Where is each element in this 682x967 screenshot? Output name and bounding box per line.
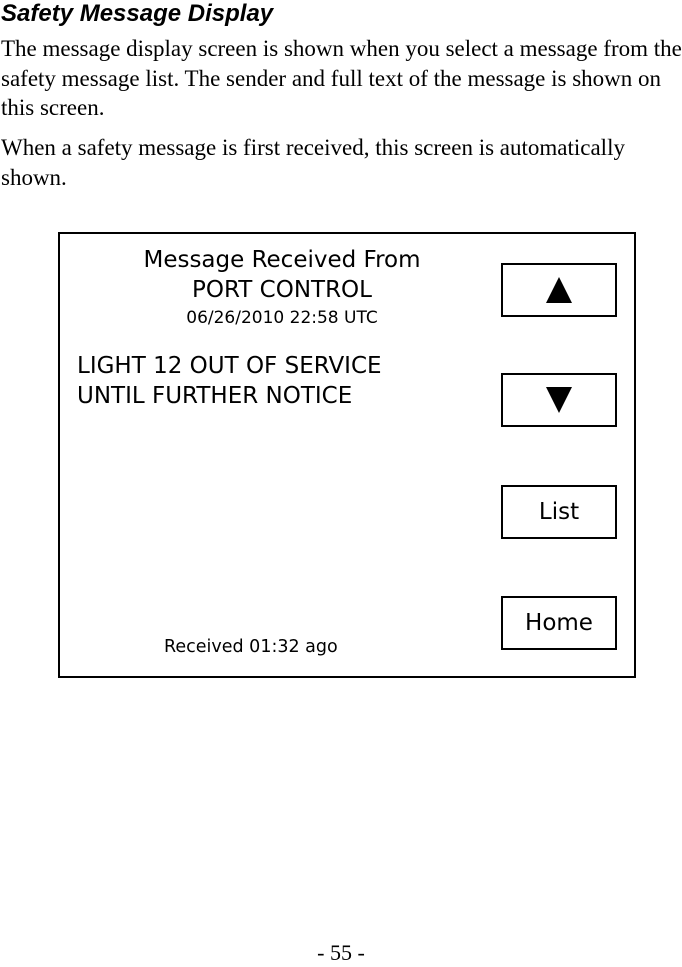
safety-message-display-screen: Message Received From PORT CONTROL 06/26… <box>58 232 636 678</box>
message-sender: PORT CONTROL <box>192 277 372 303</box>
up-arrow-icon <box>546 277 572 303</box>
message-body-line1: LIGHT 12 OUT OF SERVICE <box>77 353 382 379</box>
message-body-text: LIGHT 12 OUT OF SERVICE UNTIL FURTHER NO… <box>77 351 382 411</box>
body-paragraph-2: When a safety message is first received,… <box>1 135 625 190</box>
down-arrow-icon <box>546 387 572 413</box>
page-number: - 55 - <box>317 940 365 965</box>
scroll-up-button[interactable] <box>501 263 617 317</box>
list-button[interactable]: List <box>501 485 617 539</box>
message-header: Message Received From PORT CONTROL 06/26… <box>60 245 504 331</box>
home-button[interactable]: Home <box>501 596 617 650</box>
message-timestamp: 06/26/2010 22:58 UTC <box>186 308 378 328</box>
page-title: Safety Message Display <box>1 0 274 27</box>
message-header-line1: Message Received From <box>143 247 421 273</box>
body-paragraph-1: The message display screen is shown when… <box>1 36 682 120</box>
message-body-line2: UNTIL FURTHER NOTICE <box>77 383 353 409</box>
scroll-down-button[interactable] <box>501 373 617 427</box>
received-ago-status: Received 01:32 ago <box>164 637 338 657</box>
